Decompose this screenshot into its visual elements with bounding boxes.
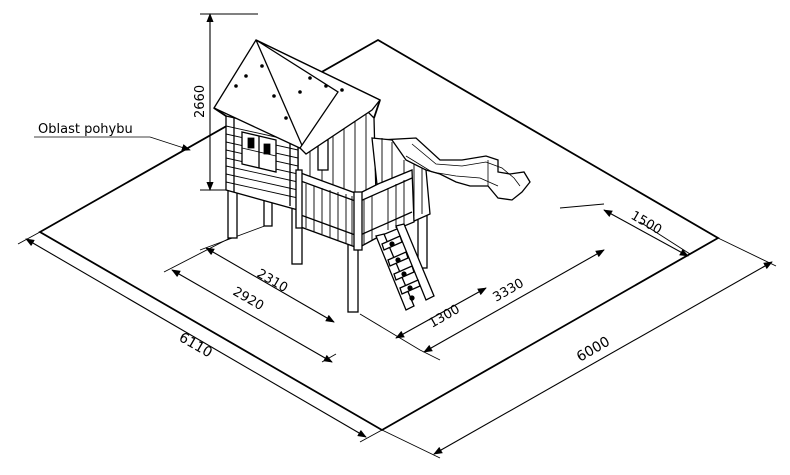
dimension-6000	[381, 237, 777, 459]
roof-nails	[234, 64, 344, 120]
dim-text-6000: 6000	[574, 334, 613, 366]
ladder	[375, 223, 435, 311]
oblast-pohybu-leader	[34, 136, 191, 151]
dim-text-6110: 6110	[176, 330, 215, 362]
dim-text-2920: 2920	[230, 284, 266, 314]
platform-front-fence	[295, 169, 415, 251]
dimension-6110	[17, 231, 383, 443]
cabin-roof	[213, 39, 382, 155]
dimension-3330	[419, 249, 605, 361]
cabin-window	[241, 131, 277, 173]
dim-text-2310: 2310	[254, 266, 290, 296]
slide	[378, 137, 531, 201]
dimension-1500	[559, 203, 691, 257]
dim-text-3330: 3330	[491, 276, 527, 306]
play-tower	[213, 39, 531, 313]
dim-text-1300: 1300	[427, 302, 463, 332]
label-oblast-pohybu: Oblast pohybu	[38, 122, 133, 137]
dimension-2920	[163, 237, 337, 363]
dimension-1300	[359, 287, 487, 351]
dim-text-2660: 2660	[193, 85, 208, 118]
